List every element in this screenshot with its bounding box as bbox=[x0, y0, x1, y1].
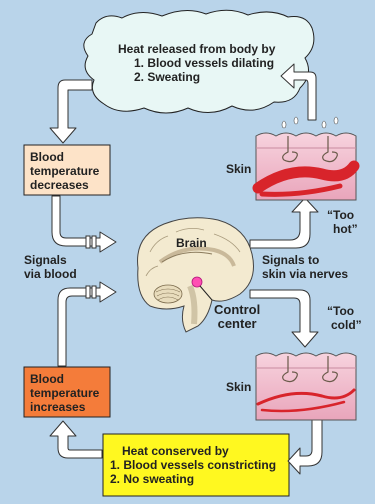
too-cold-line: “Too bbox=[327, 304, 362, 318]
heat-released-title: Heat released from body by bbox=[118, 42, 308, 56]
heat-conserved-title: Heat conserved by bbox=[110, 444, 288, 458]
heat-released-item: 2. Sweating bbox=[134, 70, 308, 84]
too-cold-line: cold” bbox=[327, 318, 362, 332]
temp-increases-line: Blood bbox=[30, 372, 110, 386]
heat-conserved-text: Heat conserved by 1. Blood vessels const… bbox=[110, 444, 288, 486]
too-hot-line: “Too bbox=[327, 208, 358, 222]
too-cold-label: “Too cold” bbox=[327, 304, 362, 332]
skin-top-illustration bbox=[256, 117, 356, 200]
too-hot-line: hot” bbox=[327, 222, 358, 236]
temp-decreases-line: decreases bbox=[30, 178, 110, 192]
temp-decreases-text: Blood temperature decreases bbox=[30, 150, 110, 192]
arrow-skin-to-heat-conserved bbox=[288, 418, 322, 474]
skin-bottom-label: Skin bbox=[226, 380, 251, 394]
signals-blood-line: via blood bbox=[24, 267, 77, 281]
signals-blood-line: Signals bbox=[24, 253, 77, 267]
skin-bottom-illustration bbox=[256, 353, 356, 420]
heat-released-item: 1. Blood vessels dilating bbox=[134, 56, 308, 70]
skin-top-label: Skin bbox=[226, 162, 251, 176]
arrow-to-temp-increases bbox=[50, 421, 102, 458]
control-center-label: Control center bbox=[214, 303, 260, 331]
signals-blood-label: Signals via blood bbox=[24, 253, 77, 281]
temp-increases-line: temperature bbox=[30, 386, 110, 400]
arrow-to-temp-decreases bbox=[50, 80, 92, 143]
signals-nerves-line: skin via nerves bbox=[262, 267, 348, 281]
temp-decreases-line: temperature bbox=[30, 164, 110, 178]
heat-conserved-item: 1. Blood vessels constricting bbox=[110, 458, 288, 472]
control-center-line: Control bbox=[214, 303, 260, 317]
arrow-decreases-to-brain bbox=[52, 196, 116, 252]
temp-increases-line: increases bbox=[30, 400, 110, 414]
too-hot-label: “Too hot” bbox=[327, 208, 358, 236]
temp-decreases-line: Blood bbox=[30, 150, 110, 164]
control-center-line: center bbox=[214, 317, 260, 331]
temp-increases-text: Blood temperature increases bbox=[30, 372, 110, 414]
brain-label: Brain bbox=[176, 236, 207, 250]
heat-released-text: Heat released from body by 1. Blood vess… bbox=[118, 42, 308, 84]
heat-conserved-item: 2. No sweating bbox=[110, 472, 288, 486]
signals-nerves-label: Signals to skin via nerves bbox=[262, 253, 348, 281]
signals-nerves-line: Signals to bbox=[262, 253, 348, 267]
arrow-brain-to-skin-top bbox=[250, 198, 318, 248]
